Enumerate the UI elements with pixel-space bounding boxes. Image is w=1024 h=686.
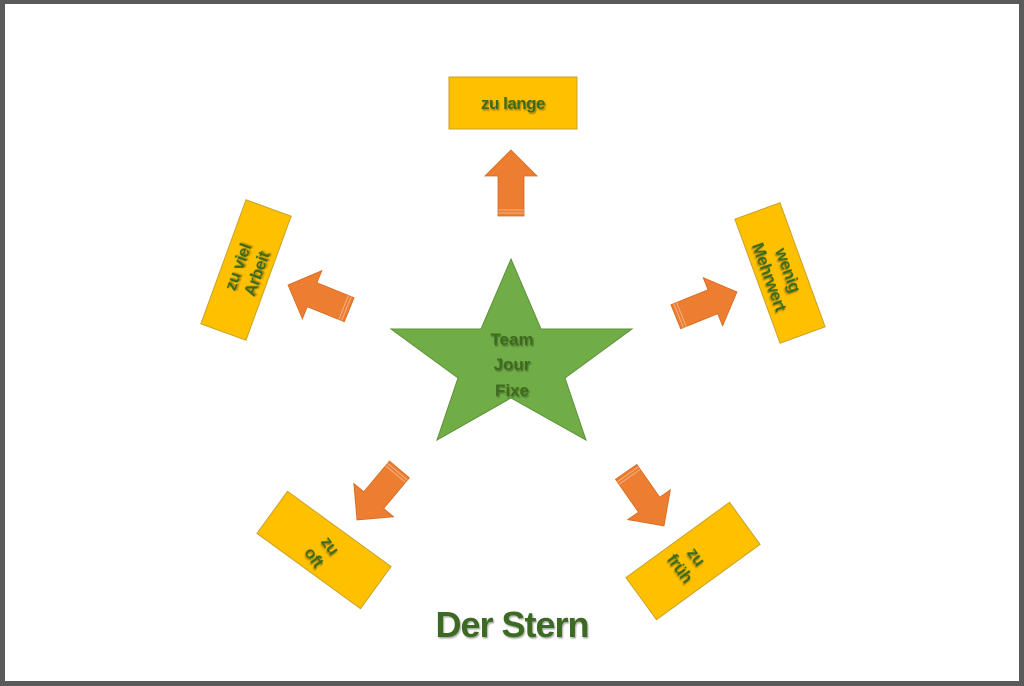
arrow-upper-right: [670, 276, 738, 330]
center-line-3: Fixe: [495, 381, 529, 400]
arrow-upper-left: [287, 269, 355, 323]
item-box-lower-left: [256, 490, 392, 610]
center-label: Team Jour Fixe: [490, 330, 533, 400]
box-rect: [448, 76, 578, 130]
box-rect: [200, 199, 292, 341]
center-star: [389, 257, 634, 442]
arrow-lower-right: [614, 463, 671, 527]
box-rect: [256, 490, 392, 610]
item-label-line-1: zu lange: [481, 94, 545, 113]
arrow-lower-left: [353, 460, 410, 521]
item-box-upper-left: zu viel Arbeit: [200, 199, 292, 341]
box-rect: [734, 202, 826, 344]
item-box-top: zu lange: [448, 76, 578, 130]
center-line-1: Team: [490, 330, 533, 349]
item-box-upper-right: wenig Mehrwert: [734, 202, 826, 344]
diagram-title: Der Stern: [435, 604, 588, 645]
box-rect: [625, 501, 761, 621]
item-box-lower-right: [625, 501, 761, 621]
center-line-2: Jour: [494, 355, 531, 374]
arrow-shape: [484, 149, 538, 217]
arrow-top: [484, 149, 538, 217]
